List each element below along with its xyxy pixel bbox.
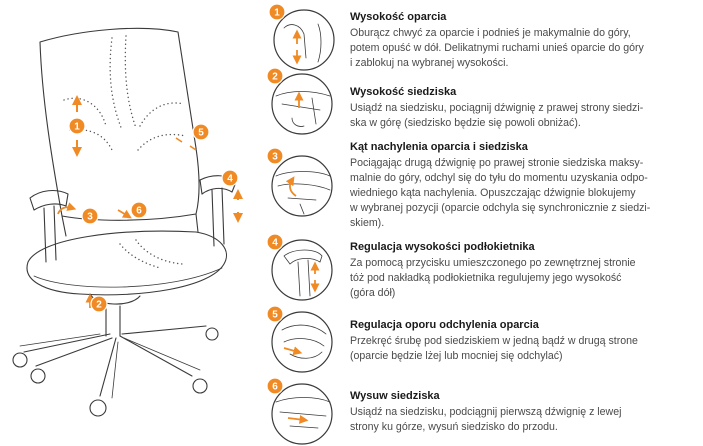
rotate-arrow-icon xyxy=(175,137,197,151)
step-1-detail: 1 xyxy=(268,3,335,71)
svg-text:6: 6 xyxy=(136,206,142,217)
svg-text:strony ku górze, wysuń siedzis: strony ku górze, wysuń siedzisko do przo… xyxy=(350,421,558,433)
step-2-detail: 2 xyxy=(266,67,333,135)
svg-text:3: 3 xyxy=(87,212,93,223)
svg-text:(oparcie będzie lżej lub mocni: (oparcie będzie lżej lub mocniej się odc… xyxy=(350,350,563,362)
svg-text:potem opuść w dół. Delikatnymi: potem opuść w dół. Delikatnymi ruchami u… xyxy=(350,42,645,54)
step-5-text: Regulacja oporu odchylenia oparcia Przek… xyxy=(350,319,638,362)
svg-text:Pociągając drugą dźwignię po p: Pociągając drugą dźwignię po prawej stro… xyxy=(350,157,644,169)
svg-text:malnie do góry, odchyl się do: malnie do góry, odchyl się do tyłu do mo… xyxy=(350,172,648,184)
step-title: Wysuw siedziska xyxy=(350,390,441,402)
svg-text:skiem).: skiem). xyxy=(350,217,384,229)
svg-text:wiedniego kąta nachylenia. Opu: wiedniego kąta nachylenia. Opuszczając d… xyxy=(349,187,636,199)
svg-text:1: 1 xyxy=(74,122,80,133)
chair-seat xyxy=(26,230,227,296)
tilt-arrow-icon xyxy=(57,202,77,215)
svg-text:tóż pod nakładką podłokietnika: tóż pod nakładką podłokietnika regulujem… xyxy=(350,272,622,284)
chair-marker-5: 5 xyxy=(192,123,210,141)
slide-arrow-icon xyxy=(117,209,132,219)
svg-text:5: 5 xyxy=(198,128,204,139)
svg-text:Przekręć śrubę pod siedziskiem: Przekręć śrubę pod siedziskiem w jedną b… xyxy=(350,335,638,347)
svg-text:Usiądź na siedzisku, podciągni: Usiądź na siedzisku, podciągnij pierwszą… xyxy=(350,406,621,418)
svg-text:w wybranej pozycji (oparcie od: w wybranej pozycji (oparcie odchyla się … xyxy=(349,202,651,214)
chair-right-armrest xyxy=(199,175,237,195)
svg-text:Za pomocą przycisku umieszczon: Za pomocą przycisku umieszczonego po zew… xyxy=(350,257,636,269)
step-4-text: Regulacja wysokości podłokietnika Za pom… xyxy=(350,241,636,299)
chair-backrest xyxy=(39,27,200,221)
chair-marker-2: 2 xyxy=(90,295,108,313)
chair-left-armrest xyxy=(29,189,69,211)
svg-text:4: 4 xyxy=(227,174,233,185)
svg-text:4: 4 xyxy=(272,238,278,249)
step-1-text: Wysokość oparcia Oburącz chwyć za oparci… xyxy=(350,11,645,69)
svg-text:5: 5 xyxy=(272,310,278,321)
step-title: Regulacja oporu odchylenia oparcia xyxy=(350,319,540,331)
step-title: Kąt nachylenia oparcia i siedziska xyxy=(350,141,529,153)
chair-caster xyxy=(205,327,219,341)
svg-text:Usiądź na siedzisku, pociągnij: Usiądź na siedzisku, pociągnij dźwignię … xyxy=(350,102,644,114)
svg-text:(góra dół): (góra dół) xyxy=(350,287,395,299)
svg-text:1: 1 xyxy=(274,8,280,19)
chair-marker-6: 6 xyxy=(130,201,148,219)
chair-caster xyxy=(89,399,107,417)
chair-caster xyxy=(192,378,208,394)
svg-text:6: 6 xyxy=(272,382,278,393)
step-2-text: Wysokość siedziska Usiądź na siedzisku, … xyxy=(350,86,644,129)
svg-text:Oburącz chwyć za oparcie i pod: Oburącz chwyć za oparcie i podnieś je ma… xyxy=(350,27,631,39)
chair-caster xyxy=(30,368,46,384)
step-3-text: Kąt nachylenia oparcia i siedziska Pocią… xyxy=(349,141,651,229)
chair-caster xyxy=(12,352,28,368)
svg-text:3: 3 xyxy=(272,152,278,163)
svg-text:2: 2 xyxy=(272,72,278,83)
chair-marker-4: 4 xyxy=(221,169,239,187)
chair-marker-1: 1 xyxy=(68,117,86,135)
step-title: Wysokość oparcia xyxy=(350,11,447,23)
step-6-text: Wysuw siedziska Usiądź na siedzisku, pod… xyxy=(350,390,621,433)
svg-text:ska w górę (siedzisko będzie s: ska w górę (siedzisko będzie się powoli … xyxy=(350,117,581,129)
step-6-detail: 6 xyxy=(266,377,333,445)
step-5-detail: 5 xyxy=(266,305,333,373)
svg-text:i zablokuj na wybranej wysokoś: i zablokuj na wybranej wysokości. xyxy=(350,57,508,69)
chair-marker-3: 3 xyxy=(81,207,99,225)
svg-text:2: 2 xyxy=(96,300,102,311)
chair-base xyxy=(23,325,207,397)
step-3-detail: 3 xyxy=(266,147,333,217)
chair-illustration xyxy=(12,27,243,417)
step-title: Wysokość siedziska xyxy=(350,86,457,98)
step-4-detail: 4 xyxy=(266,233,333,301)
step-title: Regulacja wysokości podłokietnika xyxy=(350,241,535,253)
